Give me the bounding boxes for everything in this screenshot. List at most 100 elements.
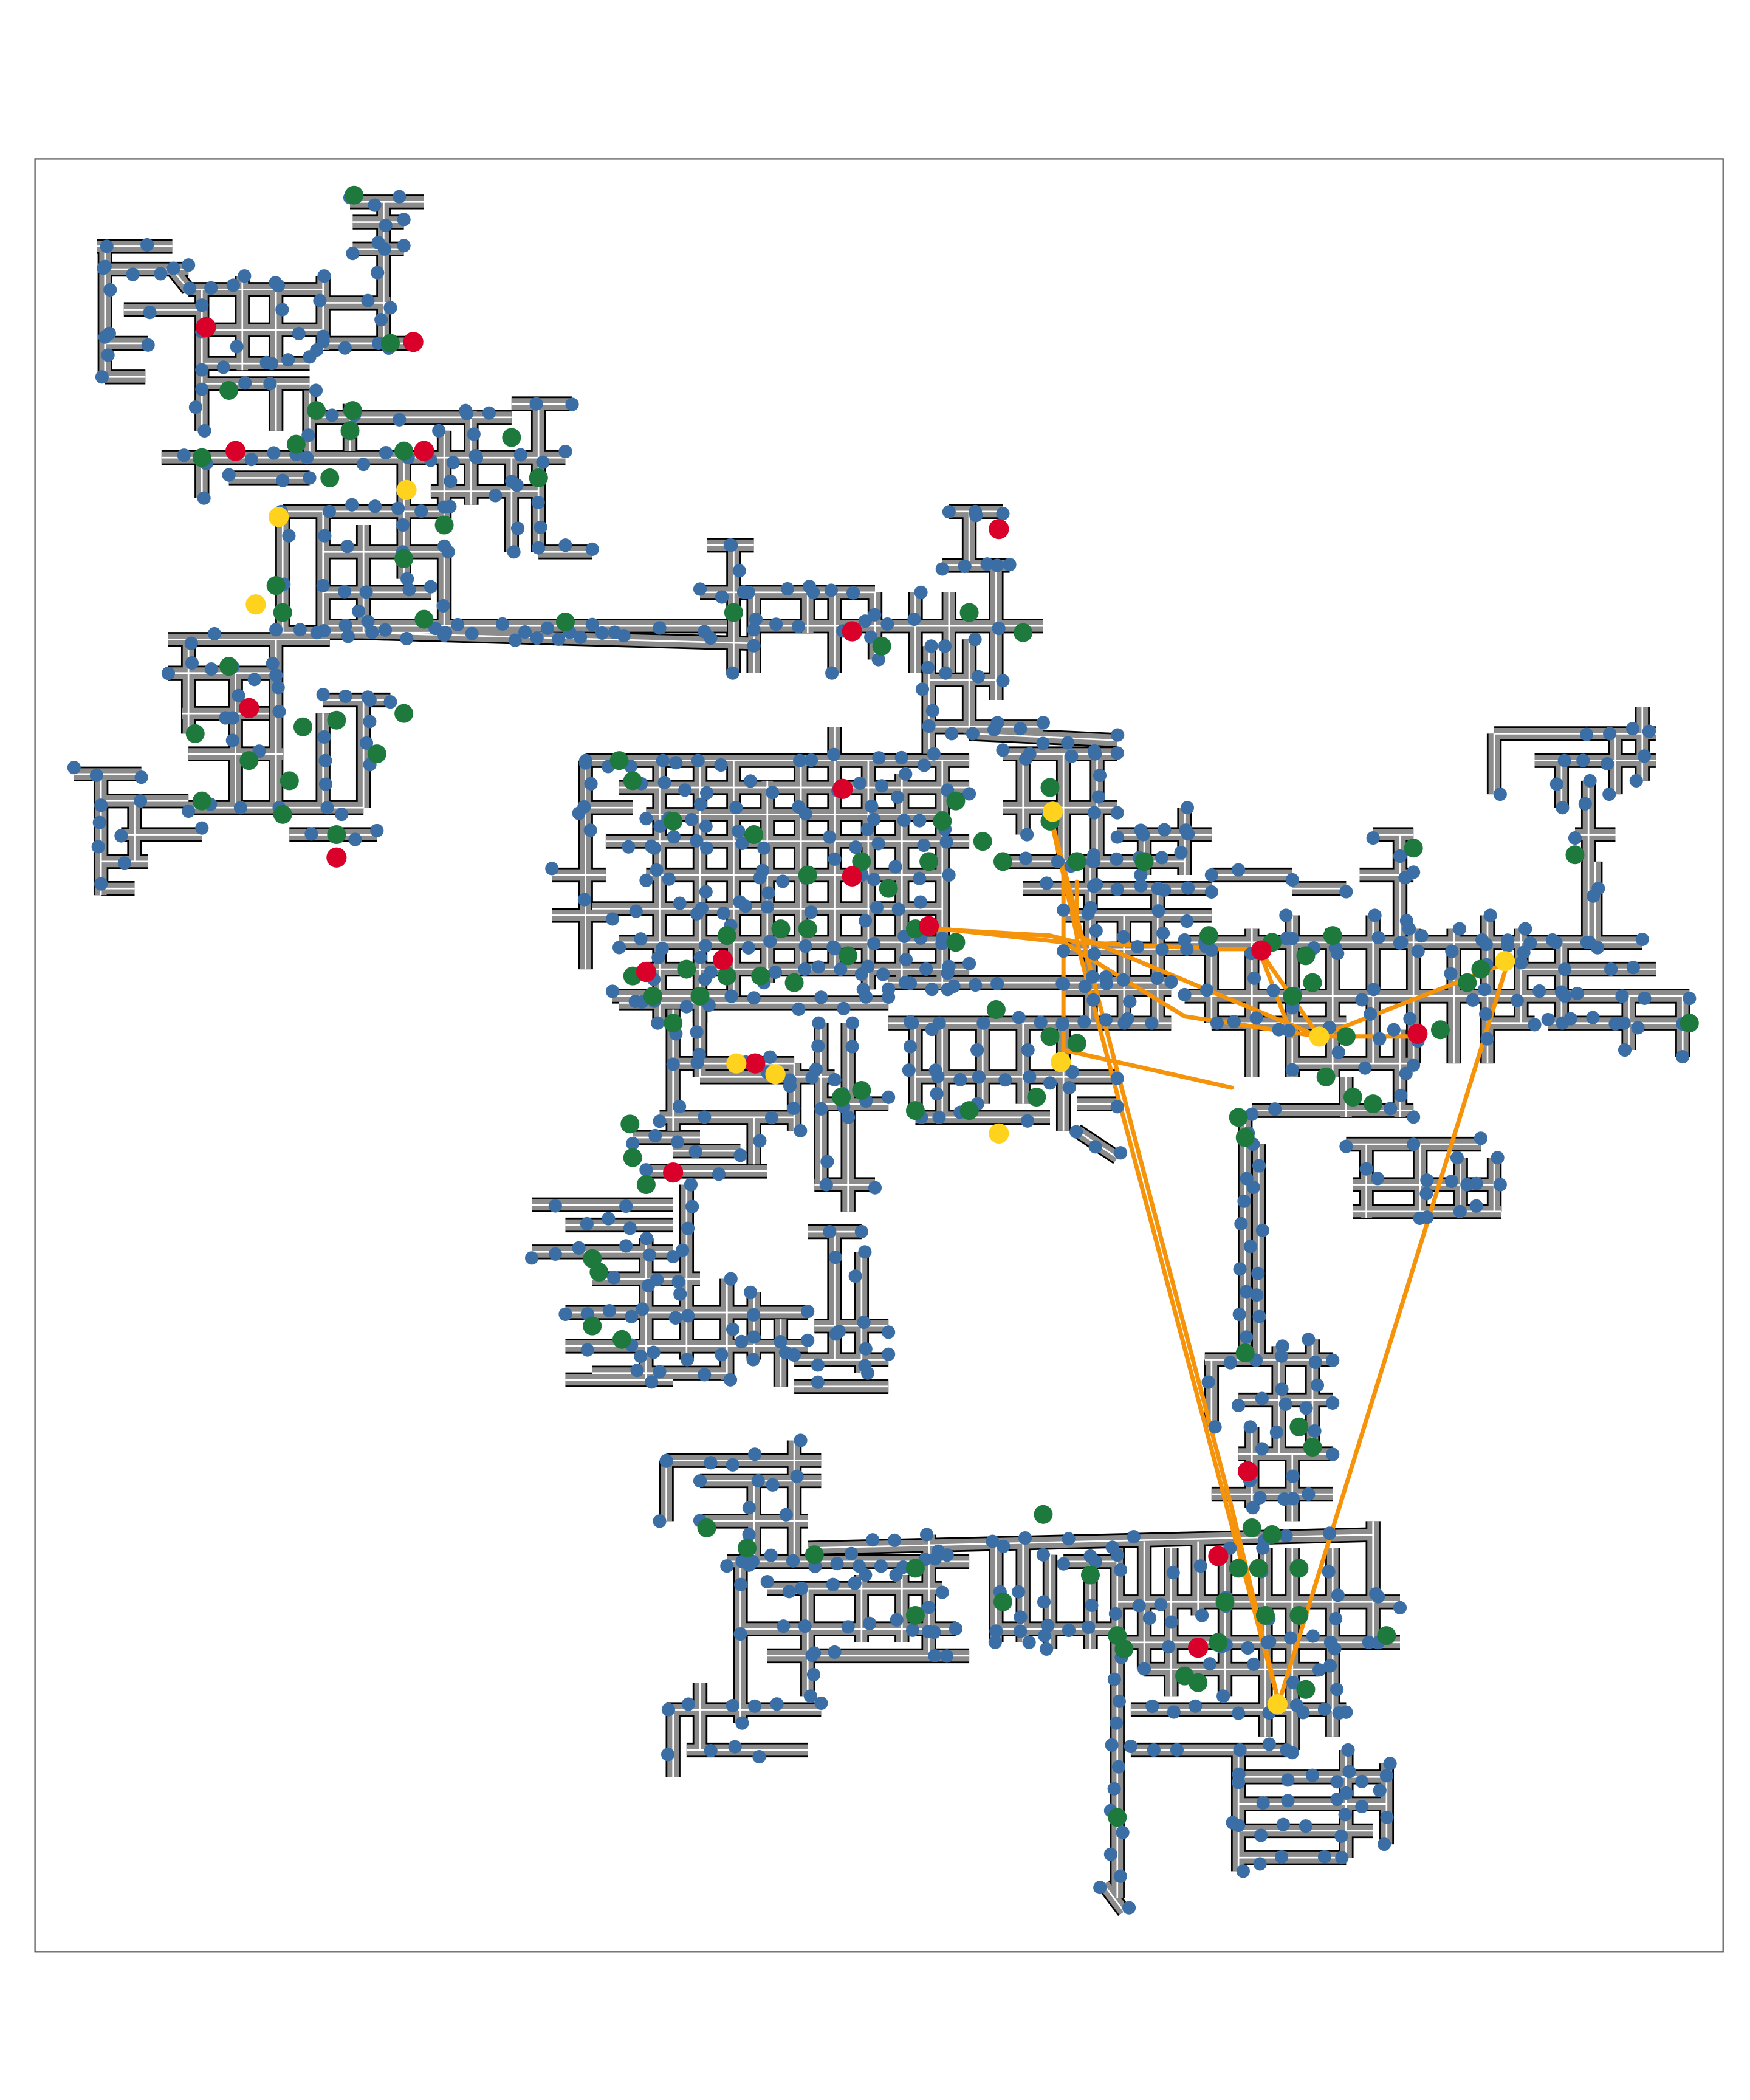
node-red[interactable]: [414, 441, 434, 461]
node-regular[interactable]: [232, 688, 245, 702]
node-regular[interactable]: [1113, 1869, 1127, 1883]
node-regular[interactable]: [1232, 1706, 1246, 1720]
node-regular[interactable]: [1329, 1611, 1343, 1626]
node-regular[interactable]: [1394, 1088, 1408, 1102]
node-regular[interactable]: [1164, 975, 1178, 989]
node-regular[interactable]: [1174, 845, 1188, 860]
node-regular[interactable]: [1625, 722, 1640, 736]
node-regular[interactable]: [650, 863, 664, 877]
node-green[interactable]: [751, 966, 770, 986]
node-regular[interactable]: [1576, 753, 1590, 767]
node-regular[interactable]: [968, 633, 982, 647]
node-regular[interactable]: [1069, 1125, 1083, 1139]
node-regular[interactable]: [513, 448, 527, 462]
node-regular[interactable]: [830, 1557, 844, 1571]
node-regular[interactable]: [1342, 1765, 1356, 1779]
node-regular[interactable]: [1243, 1240, 1257, 1254]
node-regular[interactable]: [325, 408, 339, 422]
node-regular[interactable]: [1034, 1015, 1048, 1029]
node-green[interactable]: [1229, 1108, 1248, 1127]
node-regular[interactable]: [1415, 929, 1429, 943]
node-regular[interactable]: [857, 1316, 871, 1330]
node-regular[interactable]: [269, 276, 283, 290]
node-regular[interactable]: [510, 478, 524, 492]
node-regular[interactable]: [811, 1375, 825, 1389]
node-regular[interactable]: [1469, 1199, 1483, 1213]
node-regular[interactable]: [987, 722, 1001, 736]
node-regular[interactable]: [1480, 1032, 1494, 1046]
node-regular[interactable]: [863, 1616, 877, 1630]
node-regular[interactable]: [976, 1016, 990, 1030]
node-regular[interactable]: [1051, 854, 1065, 868]
node-regular[interactable]: [765, 1111, 779, 1125]
node-regular[interactable]: [1055, 1016, 1070, 1030]
node-regular[interactable]: [809, 1062, 823, 1076]
node-regular[interactable]: [1268, 1102, 1282, 1116]
node-regular[interactable]: [572, 1241, 586, 1255]
node-yellow[interactable]: [1042, 801, 1063, 822]
node-regular[interactable]: [834, 962, 848, 976]
node-regular[interactable]: [338, 689, 352, 704]
node-regular[interactable]: [1012, 1585, 1026, 1599]
node-regular[interactable]: [891, 790, 905, 805]
node-regular[interactable]: [828, 1645, 842, 1659]
node-regular[interactable]: [793, 753, 807, 767]
node-regular[interactable]: [698, 972, 712, 986]
node-yellow[interactable]: [989, 1123, 1009, 1144]
node-regular[interactable]: [678, 783, 692, 797]
node-regular[interactable]: [996, 507, 1010, 521]
node-regular[interactable]: [379, 445, 393, 460]
node-regular[interactable]: [845, 1040, 859, 1054]
node-regular[interactable]: [383, 695, 397, 709]
node-regular[interactable]: [659, 1453, 673, 1467]
node-regular[interactable]: [826, 1577, 840, 1591]
node-regular[interactable]: [396, 518, 410, 532]
node-regular[interactable]: [715, 1348, 729, 1362]
node-regular[interactable]: [990, 976, 1004, 991]
node-regular[interactable]: [763, 1050, 777, 1064]
node-regular[interactable]: [704, 631, 718, 645]
node-regular[interactable]: [1475, 933, 1489, 947]
node-regular[interactable]: [363, 715, 377, 729]
node-regular[interactable]: [753, 1134, 767, 1148]
node-green[interactable]: [414, 609, 434, 629]
node-regular[interactable]: [844, 1546, 859, 1560]
node-regular[interactable]: [338, 618, 352, 633]
node-regular[interactable]: [1387, 1023, 1401, 1037]
node-regular[interactable]: [1189, 1699, 1203, 1713]
node-red[interactable]: [636, 961, 656, 983]
node-regular[interactable]: [673, 896, 687, 910]
node-regular[interactable]: [988, 1635, 1002, 1649]
node-regular[interactable]: [1114, 1563, 1128, 1577]
node-regular[interactable]: [688, 1145, 702, 1159]
node-regular[interactable]: [94, 798, 108, 812]
node-regular[interactable]: [605, 984, 620, 998]
node-red[interactable]: [1208, 1546, 1229, 1566]
node-regular[interactable]: [428, 622, 442, 636]
node-regular[interactable]: [673, 1287, 687, 1301]
node-regular[interactable]: [1370, 1172, 1385, 1186]
node-regular[interactable]: [919, 962, 933, 976]
node-regular[interactable]: [1127, 1530, 1141, 1544]
node-regular[interactable]: [365, 625, 379, 639]
node-regular[interactable]: [1276, 1817, 1291, 1831]
node-regular[interactable]: [1204, 885, 1218, 899]
node-green[interactable]: [986, 1000, 1006, 1020]
node-regular[interactable]: [1299, 1401, 1313, 1415]
node-green[interactable]: [1283, 986, 1302, 1006]
node-regular[interactable]: [197, 491, 211, 505]
node-green[interactable]: [1680, 1014, 1699, 1033]
node-regular[interactable]: [1110, 1100, 1124, 1114]
node-regular[interactable]: [1308, 1355, 1322, 1370]
node-regular[interactable]: [932, 1110, 946, 1124]
node-regular[interactable]: [679, 1000, 693, 1014]
node-green[interactable]: [320, 468, 340, 487]
node-regular[interactable]: [798, 962, 812, 976]
node-regular[interactable]: [1279, 908, 1293, 922]
node-regular[interactable]: [1020, 1114, 1035, 1128]
node-green[interactable]: [690, 986, 710, 1006]
node-regular[interactable]: [968, 504, 983, 518]
node-regular[interactable]: [628, 994, 642, 1009]
node-green[interactable]: [1430, 1020, 1450, 1040]
node-regular[interactable]: [989, 1624, 1003, 1638]
